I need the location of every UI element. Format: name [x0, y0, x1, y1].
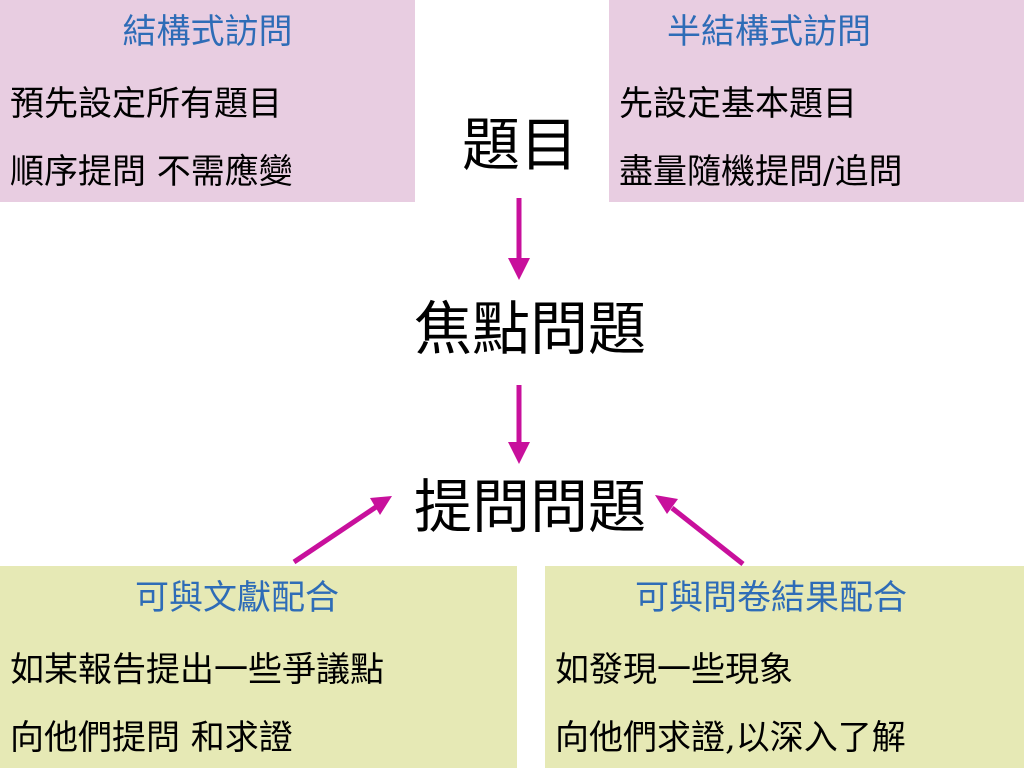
structured-interview-box: 結構式訪問 預先設定所有題目 順序提問 不需應變 — [0, 0, 415, 202]
arrow-down-1 — [508, 198, 530, 280]
topic-label: 題目 — [461, 111, 578, 179]
arrow-from-survey — [655, 495, 745, 566]
structured-interview-line-1: 預先設定所有題目 — [10, 84, 282, 124]
survey-line-2: 向他們求證,以深入了解 — [555, 718, 906, 758]
survey-title: 可與問卷結果配合 — [635, 578, 907, 618]
literature-line-2: 向他們提問 和求證 — [10, 718, 293, 758]
survey-line-1: 如發現一些現象 — [555, 650, 793, 690]
literature-line-1: 如某報告提出一些爭議點 — [10, 650, 384, 690]
literature-box: 可與文獻配合 如某報告提出一些爭議點 向他們提問 和求證 — [0, 566, 517, 768]
semi-structured-interview-box: 半結構式訪問 先設定基本題目 盡量隨機提問/追問 — [609, 0, 1024, 202]
ask-question-label: 提問問題 — [413, 473, 646, 541]
semi-structured-interview-line-2: 盡量隨機提問/追問 — [619, 152, 903, 192]
semi-structured-interview-title: 半結構式訪問 — [667, 12, 871, 52]
focus-question-label: 焦點問題 — [413, 295, 646, 363]
survey-box: 可與問卷結果配合 如發現一些現象 向他們求證,以深入了解 — [545, 566, 1024, 768]
structured-interview-title: 結構式訪問 — [122, 12, 293, 52]
semi-structured-interview-line-1: 先設定基本題目 — [619, 84, 857, 124]
arrow-down-2 — [508, 385, 530, 464]
arrow-from-literature — [292, 496, 392, 565]
structured-interview-line-2: 順序提問 不需應變 — [10, 152, 293, 192]
literature-title: 可與文獻配合 — [135, 578, 339, 618]
